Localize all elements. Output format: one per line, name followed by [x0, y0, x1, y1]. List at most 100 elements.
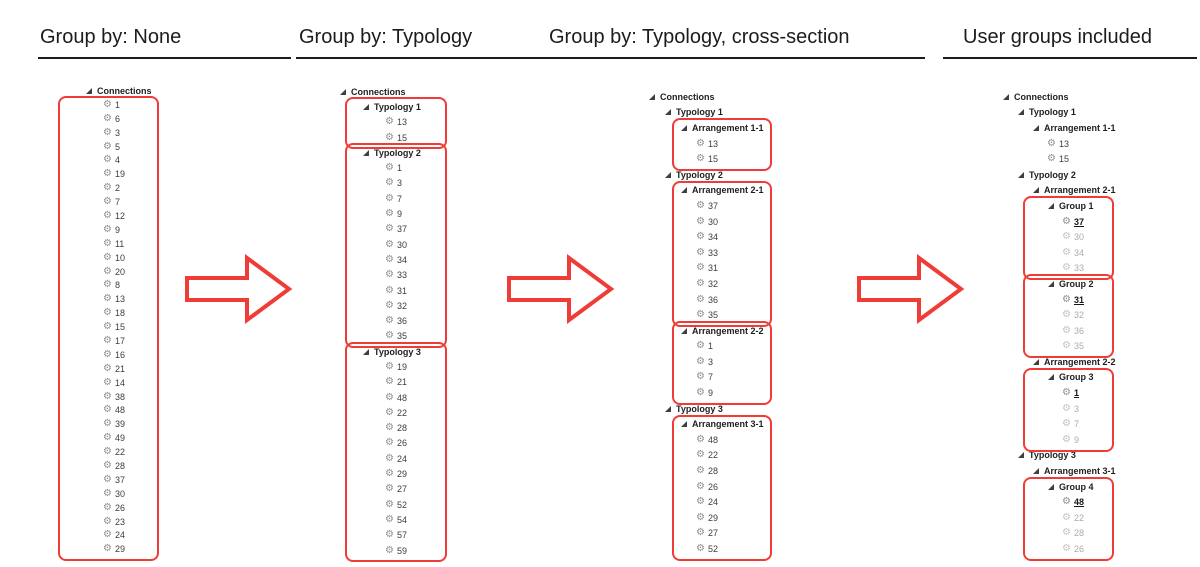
tree-item[interactable]: ⚙3 — [85, 126, 325, 140]
tree-item[interactable]: ⚙8 — [85, 278, 325, 292]
tree-item[interactable]: ⚙15 — [1002, 151, 1200, 167]
expander-icon[interactable] — [1048, 483, 1054, 490]
expander-icon[interactable] — [363, 103, 369, 110]
expander-icon[interactable] — [681, 327, 687, 334]
tree-item[interactable]: ⚙19 — [339, 359, 579, 374]
tree-item[interactable]: ⚙39 — [85, 417, 325, 431]
tree-item[interactable]: ⚙36 — [1002, 323, 1200, 339]
tree-item[interactable]: ⚙21 — [85, 362, 325, 376]
expander-icon[interactable] — [340, 88, 346, 95]
expander-icon[interactable] — [1018, 109, 1024, 116]
tree-item[interactable]: ⚙30 — [339, 237, 579, 252]
expander-icon[interactable] — [1033, 358, 1039, 365]
tree-item[interactable]: ⚙22 — [85, 445, 325, 459]
tree-group[interactable]: Arrangement 1-1 — [648, 120, 888, 136]
tree-item[interactable]: ⚙28 — [1002, 526, 1200, 542]
tree-item[interactable]: ⚙10 — [85, 251, 325, 265]
expander-icon[interactable] — [1048, 374, 1054, 381]
tree-group[interactable]: Connections — [339, 84, 579, 99]
tree-item[interactable]: ⚙23 — [85, 515, 325, 529]
tree-item[interactable]: ⚙28 — [339, 421, 579, 436]
tree-item[interactable]: ⚙17 — [85, 334, 325, 348]
tree-group[interactable]: Connections — [85, 84, 325, 98]
tree-group[interactable]: Group 3 — [1002, 370, 1200, 386]
expander-icon[interactable] — [665, 171, 671, 178]
tree-item[interactable]: ⚙16 — [85, 348, 325, 362]
tree-item[interactable]: ⚙13 — [85, 292, 325, 306]
tree-item[interactable]: ⚙24 — [648, 494, 888, 510]
tree-item[interactable]: ⚙6 — [85, 112, 325, 126]
tree-item[interactable]: ⚙37 — [85, 473, 325, 487]
expander-icon[interactable] — [665, 405, 671, 412]
tree-item[interactable]: ⚙1 — [1002, 385, 1200, 401]
tree-item[interactable]: ⚙15 — [648, 151, 888, 167]
expander-icon[interactable] — [86, 87, 92, 94]
tree-item[interactable]: ⚙11 — [85, 237, 325, 251]
expander-icon[interactable] — [681, 187, 687, 194]
tree-item[interactable]: ⚙52 — [339, 497, 579, 512]
tree-item[interactable]: ⚙9 — [1002, 432, 1200, 448]
tree-group[interactable]: Arrangement 1-1 — [1002, 120, 1200, 136]
tree-item[interactable]: ⚙36 — [648, 292, 888, 308]
tree-item[interactable]: ⚙57 — [339, 528, 579, 543]
tree-item[interactable]: ⚙26 — [1002, 541, 1200, 557]
tree-item[interactable]: ⚙34 — [339, 252, 579, 267]
tree-group[interactable]: Arrangement 2-1 — [1002, 183, 1200, 199]
expander-icon[interactable] — [1048, 280, 1054, 287]
tree-item[interactable]: ⚙2 — [85, 181, 325, 195]
expander-icon[interactable] — [363, 149, 369, 156]
tree-item[interactable]: ⚙33 — [1002, 261, 1200, 277]
expander-icon[interactable] — [1048, 202, 1054, 209]
tree-item[interactable]: ⚙22 — [648, 448, 888, 464]
tree-item[interactable]: ⚙7 — [85, 195, 325, 209]
tree-group[interactable]: Typology 2 — [1002, 167, 1200, 183]
tree-item[interactable]: ⚙13 — [339, 115, 579, 130]
expander-icon[interactable] — [681, 124, 687, 131]
tree-group[interactable]: Arrangement 2-2 — [648, 323, 888, 339]
tree-item[interactable]: ⚙37 — [339, 222, 579, 237]
tree-group[interactable]: Group 2 — [1002, 276, 1200, 292]
tree-item[interactable]: ⚙35 — [1002, 339, 1200, 355]
tree-item[interactable]: ⚙32 — [648, 276, 888, 292]
tree-item[interactable]: ⚙26 — [648, 479, 888, 495]
tree-item[interactable]: ⚙31 — [648, 261, 888, 277]
expander-icon[interactable] — [649, 93, 655, 100]
tree-item[interactable]: ⚙12 — [85, 209, 325, 223]
tree-item[interactable]: ⚙19 — [85, 167, 325, 181]
tree-group[interactable]: Arrangement 3-1 — [648, 416, 888, 432]
tree-item[interactable]: ⚙38 — [85, 390, 325, 404]
tree-item[interactable]: ⚙26 — [339, 436, 579, 451]
tree-group[interactable]: Connections — [648, 89, 888, 105]
tree-group[interactable]: Typology 3 — [339, 344, 579, 359]
tree-item[interactable]: ⚙28 — [85, 459, 325, 473]
expander-icon[interactable] — [1033, 187, 1039, 194]
tree-group[interactable]: Typology 2 — [648, 167, 888, 183]
tree-item[interactable]: ⚙24 — [339, 451, 579, 466]
tree-item[interactable]: ⚙3 — [1002, 401, 1200, 417]
tree-item[interactable]: ⚙13 — [648, 136, 888, 152]
expander-icon[interactable] — [681, 421, 687, 428]
tree-group[interactable]: Typology 1 — [648, 105, 888, 121]
expander-icon[interactable] — [665, 109, 671, 116]
tree-item[interactable]: ⚙35 — [648, 307, 888, 323]
tree-item[interactable]: ⚙3 — [339, 176, 579, 191]
tree-group[interactable]: Typology 1 — [1002, 105, 1200, 121]
tree-item[interactable]: ⚙7 — [339, 191, 579, 206]
tree-item[interactable]: ⚙30 — [85, 487, 325, 501]
tree-item[interactable]: ⚙14 — [85, 376, 325, 390]
expander-icon[interactable] — [1018, 171, 1024, 178]
tree-group[interactable]: Arrangement 3-1 — [1002, 463, 1200, 479]
tree-item[interactable]: ⚙13 — [1002, 136, 1200, 152]
tree-item[interactable]: ⚙7 — [1002, 416, 1200, 432]
tree-item[interactable]: ⚙29 — [85, 542, 325, 556]
tree-item[interactable]: ⚙9 — [339, 206, 579, 221]
tree-item[interactable]: ⚙4 — [85, 153, 325, 167]
tree-item[interactable]: ⚙21 — [339, 375, 579, 390]
tree-item[interactable]: ⚙1 — [648, 339, 888, 355]
tree-item[interactable]: ⚙7 — [648, 370, 888, 386]
tree-item[interactable]: ⚙59 — [339, 543, 579, 558]
tree-item[interactable]: ⚙37 — [648, 198, 888, 214]
tree-item[interactable]: ⚙9 — [648, 385, 888, 401]
tree-item[interactable]: ⚙48 — [648, 432, 888, 448]
tree-group[interactable]: Arrangement 2-1 — [648, 183, 888, 199]
